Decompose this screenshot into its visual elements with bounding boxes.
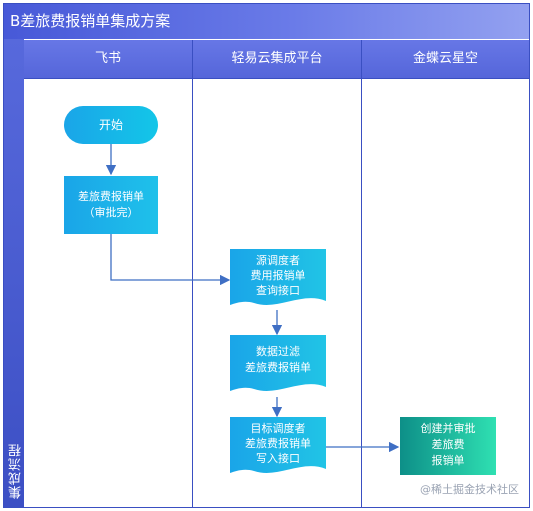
source-query-node: 源调度者 费用报销单 查询接口 [230,249,326,305]
filter-line-2: 差旅费报销单 [245,360,311,374]
target-line-1: 目标调度者 [251,421,306,435]
diagram-title: B差旅费报销单集成方案 [4,4,529,39]
source-line-3: 查询接口 [256,283,300,297]
create-approve-node: 创建并审批 差旅费 报销单 [400,417,496,475]
target-line-2: 差旅费报销单 [245,436,311,450]
arrow-form-to-source [110,234,231,286]
expense-form-node: 差旅费报销单 （审批完） [64,176,158,234]
start-node: 开始 [64,106,158,144]
lane-divider-2 [361,40,362,507]
side-bar: 集成流程 [4,39,24,507]
target-write-node: 目标调度者 差旅费报销单 写入接口 [230,417,326,473]
create-line-2: 差旅费 [432,437,465,451]
start-label: 开始 [98,118,123,132]
create-line-1: 创建并审批 [421,421,476,435]
target-line-3: 写入接口 [256,452,300,465]
lane-header-kingdee: 金蝶云星空 [362,40,529,78]
expense-form-line-1: 差旅费报销单 [78,190,144,203]
filter-line-1: 数据过滤 [256,344,300,358]
lane-header-feishu: 飞书 [24,40,192,78]
watermark: @稀土掘金技术社区 [420,483,519,496]
diagram-frame: B差旅费报销单集成方案 集成流程 飞书 轻易云集成平台 金蝶云星空 开始 差旅费… [3,3,530,508]
lane-divider-1 [192,40,193,507]
expense-form-line-2: （审批完） [83,206,139,219]
filter-node: 数据过滤 差旅费报销单 [230,335,326,391]
connector-layer [105,144,400,453]
create-line-3: 报销单 [432,453,465,467]
source-line-2: 费用报销单 [251,268,306,282]
lane-header-divider [24,78,529,79]
source-line-1: 源调度者 [256,253,300,267]
lane-header-qingyiyun: 轻易云集成平台 [193,40,361,78]
